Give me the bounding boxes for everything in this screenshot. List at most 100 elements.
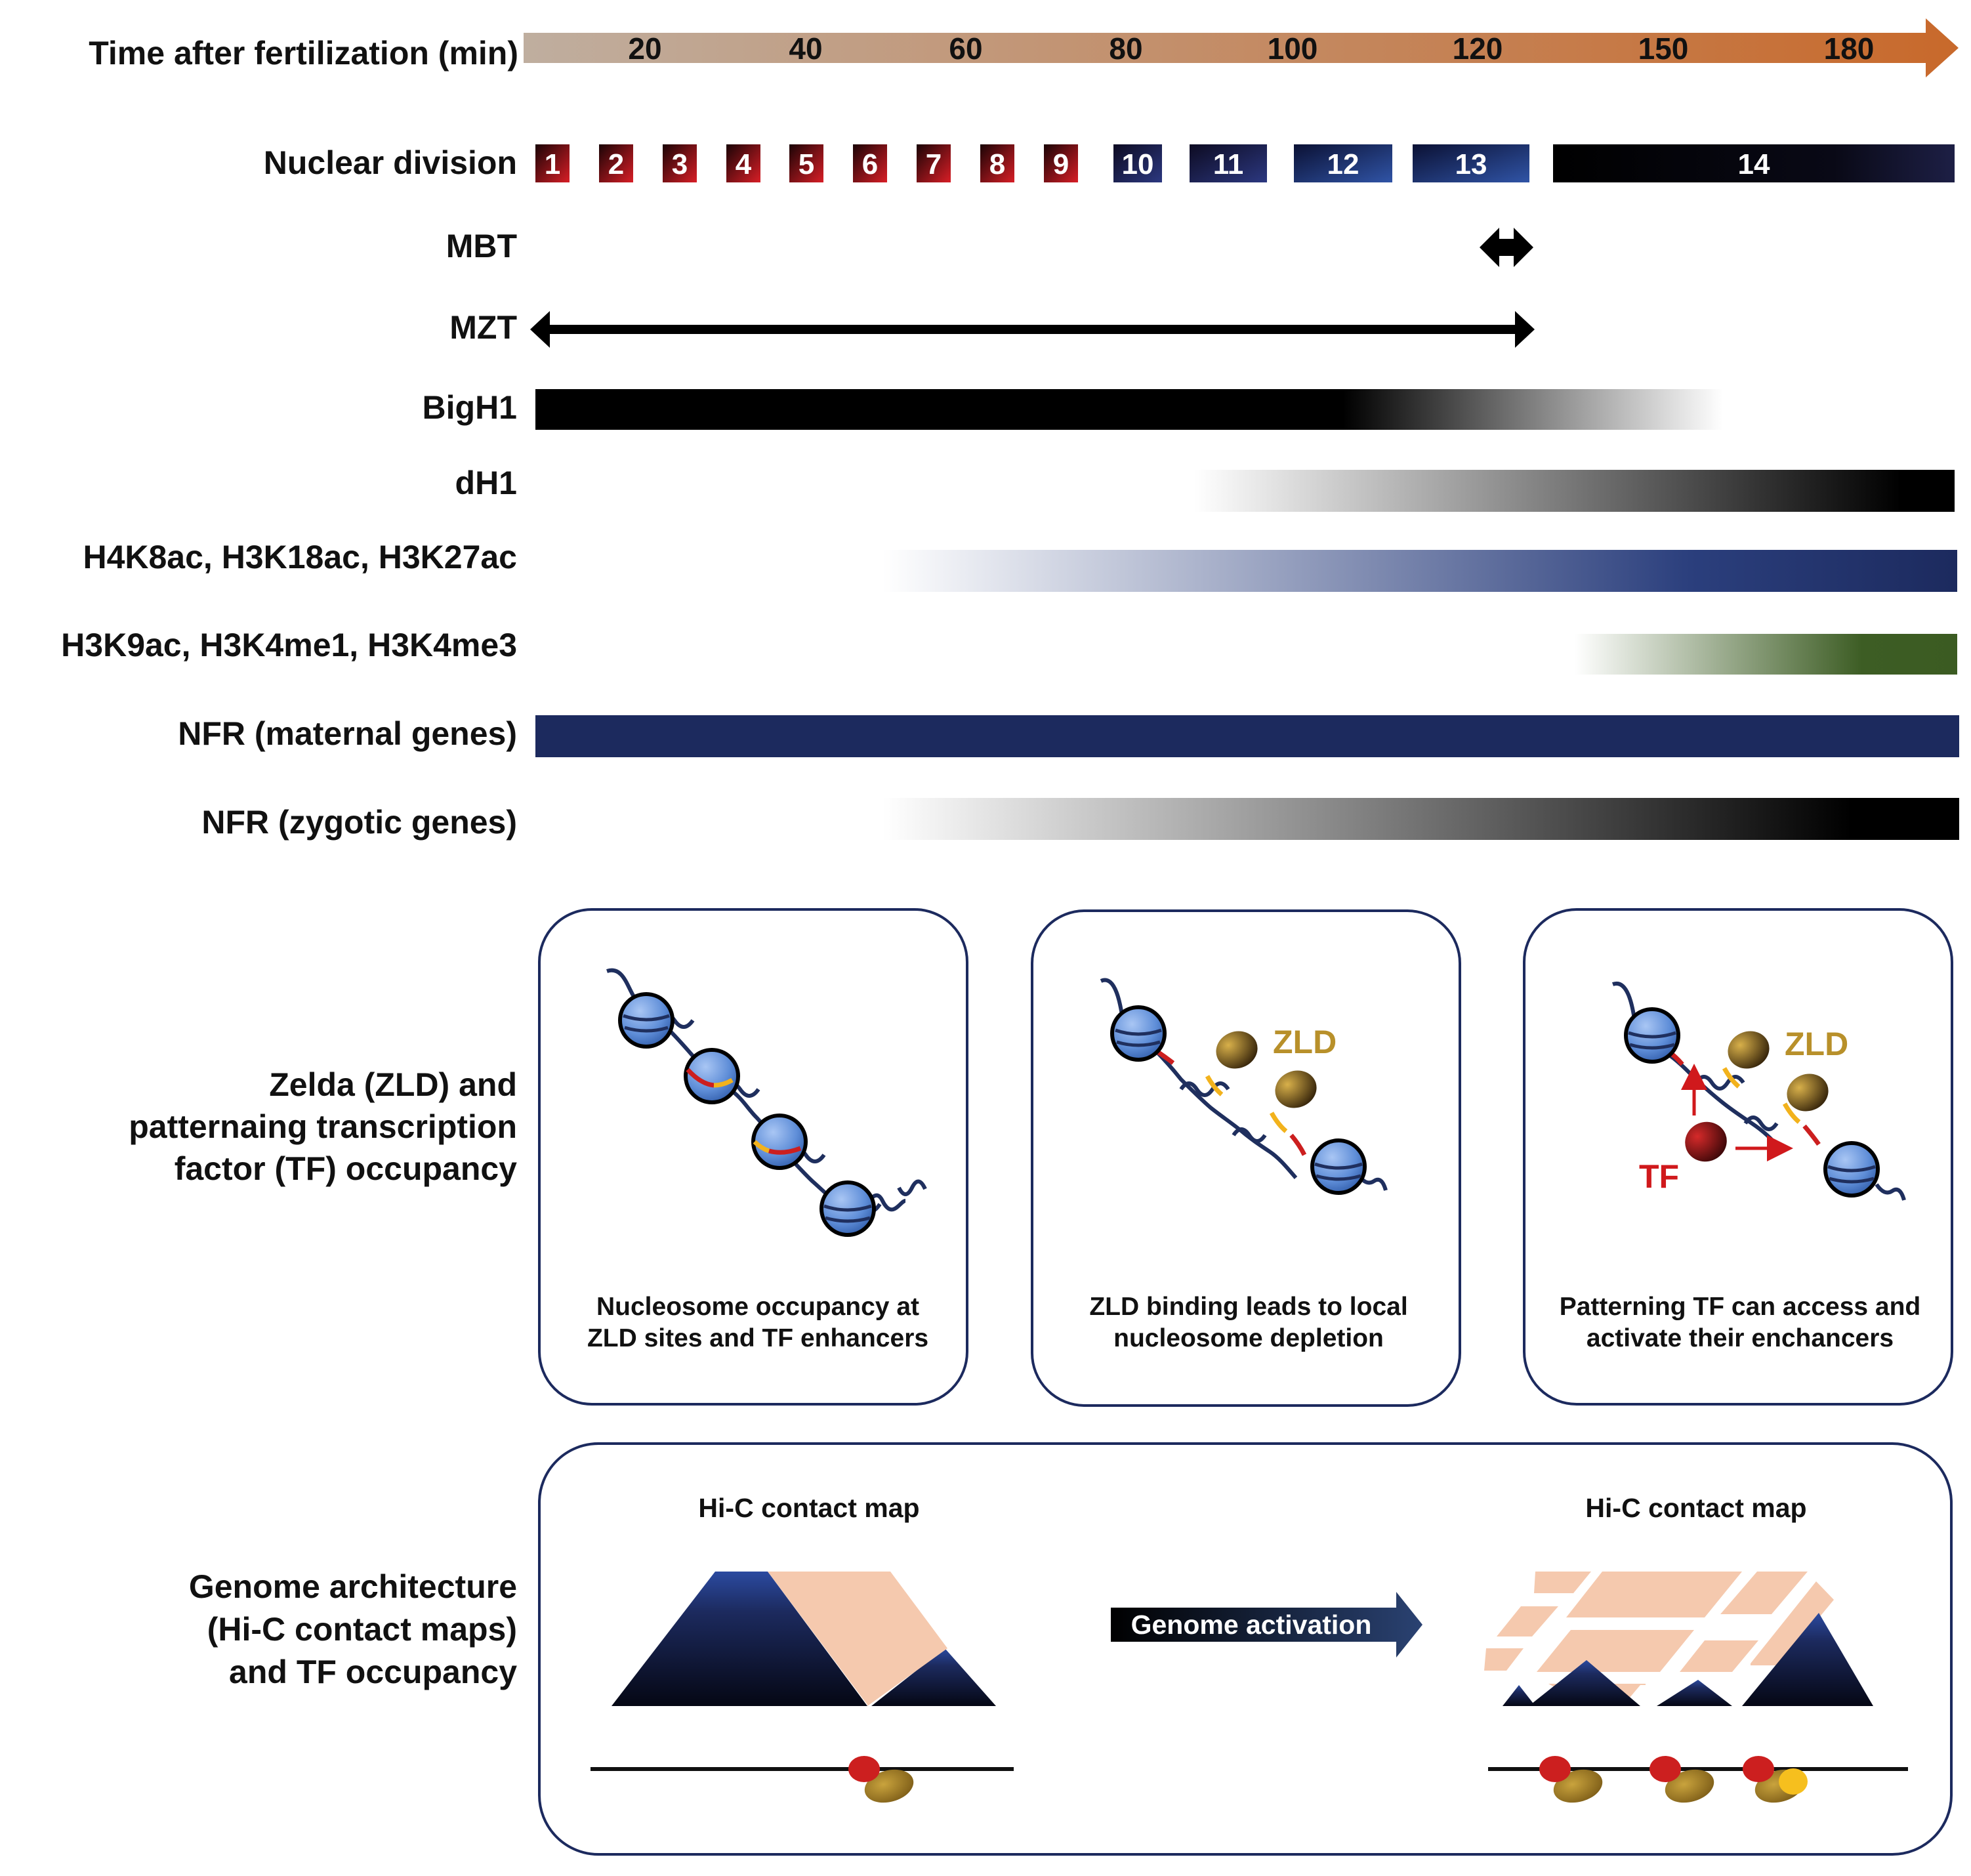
division-box [853, 144, 887, 182]
division-box [1044, 144, 1078, 182]
tf-protein-icon [1743, 1756, 1774, 1782]
contact-region [1680, 1640, 1758, 1672]
zld-protein-icon [864, 1769, 914, 1803]
time-tick: 120 [1453, 31, 1503, 66]
tad-triangle [871, 1648, 996, 1706]
panel-caption-line: activate their enchancers [1587, 1324, 1894, 1352]
panel-caption-line: Patterning TF can access and [1560, 1293, 1921, 1321]
zld-site [713, 1077, 734, 1088]
zld-site [1205, 1075, 1224, 1096]
nucleosome-icon [684, 1048, 740, 1104]
dna-strand [1179, 1081, 1230, 1097]
zelda-panel-1: Nucleosome occupancy at ZLD sites and TF… [538, 908, 968, 1406]
panel-frame [538, 1442, 1953, 1856]
contact-region [1566, 1572, 1742, 1617]
tf-site [768, 1146, 802, 1155]
genome-panel: Hi-C contact map Genome activation Hi-C … [538, 1442, 1953, 1856]
zld-site [753, 1140, 770, 1154]
genome-activation-label: Genome activation [1131, 1610, 1372, 1640]
division-number: 10 [1122, 148, 1154, 180]
zld-protein-icon [1216, 1031, 1258, 1069]
tad-triangle [1657, 1680, 1732, 1706]
tad-triangle [1503, 1685, 1535, 1706]
mbt-label: MBT [446, 228, 517, 264]
timeline-arrow [524, 18, 1959, 77]
zld-label: ZLD [1273, 1024, 1337, 1060]
zld-protein-icon [1728, 1031, 1770, 1069]
time-tick: 100 [1268, 31, 1318, 66]
tad-triangle [612, 1572, 867, 1706]
zld-protein-icon [1665, 1769, 1714, 1803]
dna-strand [897, 1179, 927, 1196]
time-tick: 40 [789, 31, 822, 66]
tf-site [1289, 1133, 1307, 1156]
dh1-bar [1194, 470, 1955, 512]
tf-label: TF [1639, 1158, 1679, 1195]
time-tick: 60 [949, 31, 982, 66]
zelda-label-line: patternaing transcription [129, 1108, 517, 1145]
division-box [599, 144, 633, 182]
mzt-label: MZT [449, 309, 517, 346]
genome-label-line: (Hi-C contact maps) [207, 1611, 517, 1648]
nfr-zygotic-bar [883, 798, 1959, 840]
genome-label-line: and TF occupancy [229, 1654, 517, 1690]
division-number: 6 [862, 148, 878, 180]
division-box [726, 144, 760, 182]
nucleosome-icon [1624, 1007, 1680, 1064]
timeline: Time after fertilization (min) 20 40 60 … [89, 18, 1959, 77]
zld-label: ZLD [1785, 1026, 1848, 1062]
nfr-maternal-label: NFR (maternal genes) [178, 715, 517, 752]
contact-region [1720, 1572, 1808, 1614]
zelda-label-line: Zelda (ZLD) and [269, 1066, 517, 1103]
zld-site [1722, 1067, 1741, 1089]
division-number: 2 [608, 148, 624, 180]
zld-bound-icon [1779, 1768, 1808, 1795]
time-tick: 20 [628, 31, 661, 66]
panel-caption-line: Nucleosome occupancy at [596, 1293, 919, 1321]
time-tick: 150 [1638, 31, 1689, 66]
double-arrow-icon [1480, 228, 1533, 267]
division-box [1553, 144, 1955, 182]
division-number: 7 [926, 148, 942, 180]
division-number: 1 [545, 148, 560, 180]
bigh1-label: BigH1 [423, 389, 517, 426]
division-box [980, 144, 1014, 182]
hic-title-right: Hi-C contact map [1585, 1493, 1806, 1523]
methylation-bar [1575, 634, 1957, 675]
contact-region [768, 1572, 947, 1706]
division-number: 8 [989, 148, 1005, 180]
zld-site [1782, 1102, 1801, 1124]
division-number: 4 [736, 148, 752, 180]
nuclear-division-row: Nuclear division 1 2 3 4 5 6 7 8 9 10 11… [264, 144, 1955, 182]
division-number: 3 [672, 148, 688, 180]
zelda-panel-2: ZLD ZLD binding leads to local nucleosom… [1031, 909, 1461, 1407]
bigh1-bar [535, 389, 1723, 430]
nucleosome-icon [618, 992, 674, 1049]
panel-caption-line: ZLD sites and TF enhancers [587, 1324, 928, 1352]
dh1-label: dH1 [455, 465, 517, 501]
dna-strand [1232, 1127, 1267, 1143]
dna-strand [1743, 1115, 1779, 1131]
tf-protein-icon [1685, 1121, 1727, 1162]
tad-triangle [1529, 1660, 1640, 1706]
division-box [1294, 144, 1392, 182]
zld-protein-icon [1787, 1073, 1829, 1112]
division-box [1413, 144, 1529, 182]
contact-region [1484, 1648, 1524, 1671]
division-number: 11 [1213, 148, 1244, 180]
tf-site [686, 1068, 715, 1088]
nucleosome-icon [1310, 1138, 1367, 1195]
nucleosome-icon [751, 1114, 808, 1170]
dna-strand [1875, 1183, 1906, 1201]
hic-map-right [1484, 1572, 1873, 1706]
panel-caption-line: ZLD binding leads to local [1089, 1293, 1407, 1321]
nucleosome-icon [1110, 1005, 1167, 1062]
division-number: 14 [1738, 148, 1770, 180]
contact-region [1537, 1630, 1694, 1672]
genome-activation-arrow: Genome activation [1111, 1592, 1422, 1657]
division-box [663, 144, 697, 182]
timeline-label: Time after fertilization (min) [89, 35, 518, 72]
genome-label-line: Genome architecture [189, 1568, 517, 1605]
hic-map-left [612, 1572, 996, 1706]
